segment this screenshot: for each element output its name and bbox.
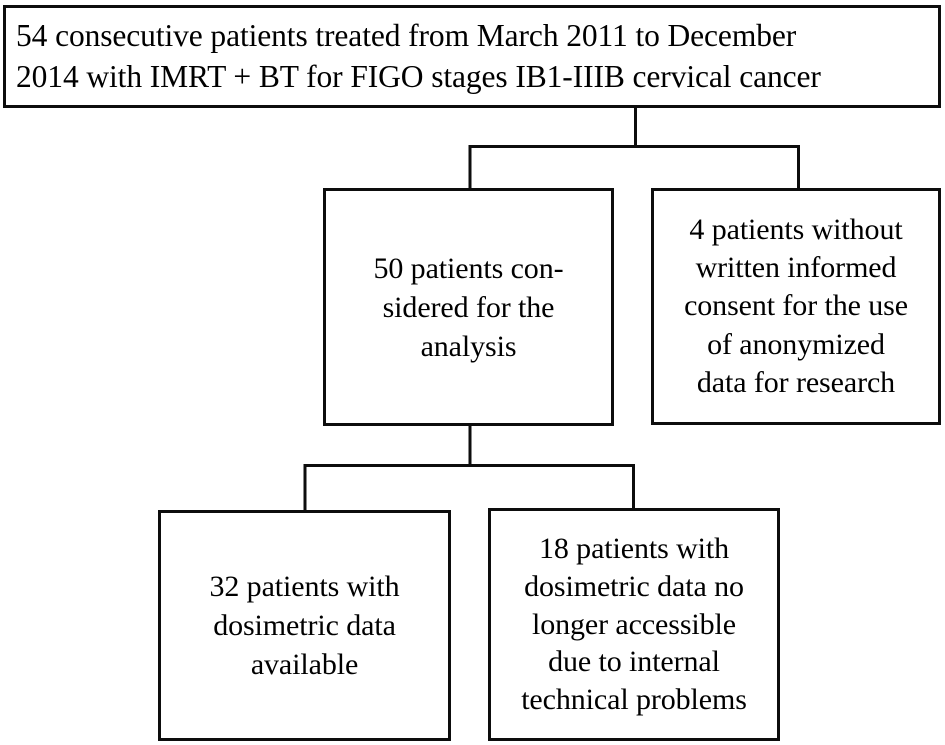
node-dosimetry-available-label: 32 patients with dosimetric data availab… (209, 570, 400, 681)
connector-split-level-2 (303, 464, 635, 512)
node-dosimetry-lost: 18 patients with dosimetric data no long… (488, 508, 780, 741)
node-excluded-consent: 4 patients without written informed cons… (651, 188, 941, 425)
node-analyzed-label: 50 patients con- sidered for the analysi… (373, 251, 564, 363)
node-dosimetry-available: 32 patients with dosimetric data availab… (158, 510, 451, 741)
connector-split-level-1 (468, 145, 800, 190)
node-analyzed: 50 patients con- sidered for the analysi… (323, 188, 614, 426)
node-cohort-label: 54 consecutive patients treated from Mar… (16, 17, 821, 94)
node-dosimetry-lost-label: 18 patients with dosimetric data no long… (521, 532, 747, 717)
node-cohort: 54 consecutive patients treated from Mar… (3, 5, 941, 108)
node-excluded-consent-label: 4 patients without written informed cons… (684, 212, 908, 400)
